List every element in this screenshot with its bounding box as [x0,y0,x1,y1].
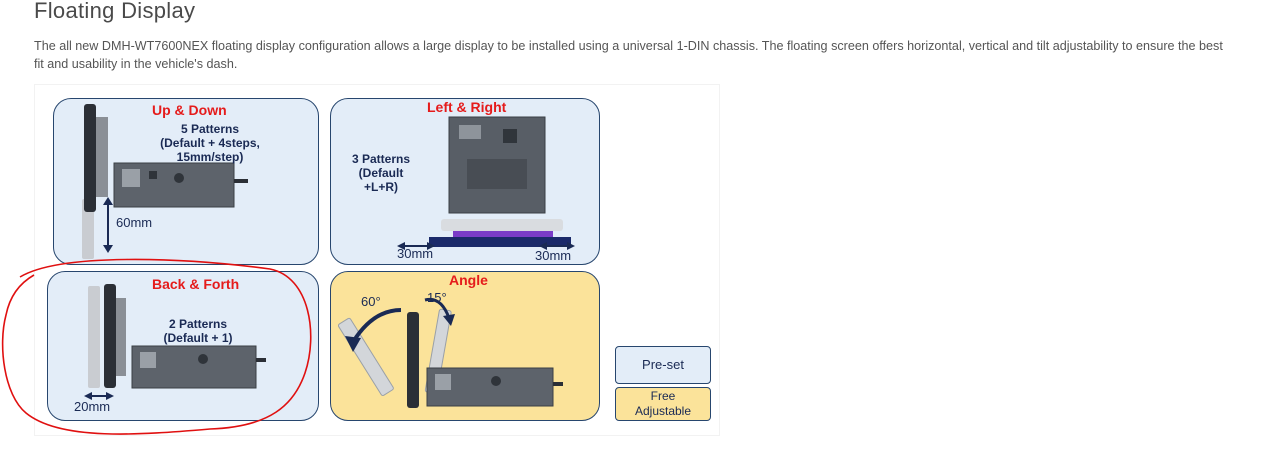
note-line: (Default [358,166,404,180]
legend-line: Adjustable [634,404,692,418]
legend-preset: Pre-set [615,346,711,384]
up-down-illustration [82,104,248,259]
panel-up-down-title: Up & Down [152,102,227,118]
panel-left-right: Left & Right 3 Patterns (Default +L+R) 3… [330,98,600,265]
note-line: (Default + 1) [163,331,233,345]
angle-60-label: 60° [361,294,381,309]
back-forth-illustration [84,284,266,400]
dimension-30mm-left: 30mm [397,246,434,261]
dimension-60mm: 60mm [116,215,153,230]
angle-illustration [337,297,563,408]
page-title: Floating Display [34,0,196,23]
panel-angle-title: Angle [449,272,488,288]
legend-free-adjustable: Free Adjustable [615,387,711,421]
red-annotation-circle [1,258,312,435]
panel-back-forth: Back & Forth 2 Patterns (Default + 1) 20… [47,271,319,421]
panel-left-right-note: 3 Patterns (Default +L+R) [341,152,421,194]
note-line: 2 Patterns [168,317,228,331]
legend-line: Free [650,389,676,403]
note-line: (Default + 4steps, [160,136,260,150]
intro-paragraph: The all new DMH-WT7600NEX floating displ… [34,39,1223,71]
panel-back-forth-note: 2 Patterns (Default + 1) [148,317,248,345]
left-right-illustration [397,116,575,250]
panel-angle: Angle 60° 15° [330,271,600,421]
angle-15-label: 15° [427,290,447,305]
note-line: 3 Patterns [351,152,411,166]
panel-left-right-title: Left & Right [427,99,507,115]
dimension-30mm-right: 30mm [535,248,572,263]
panel-up-down: Up & Down 5 Patterns (Default + 4steps, … [53,98,319,265]
note-line: +L+R) [363,180,398,194]
note-line: 5 Patterns [180,122,240,136]
dimension-20mm: 20mm [74,399,111,414]
panel-back-forth-title: Back & Forth [152,276,240,292]
note-line: 15mm/step) [176,150,244,164]
floating-display-diagram: Up & Down 5 Patterns (Default + 4steps, … [34,84,720,436]
panel-up-down-note: 5 Patterns (Default + 4steps, 15mm/step) [140,122,280,164]
